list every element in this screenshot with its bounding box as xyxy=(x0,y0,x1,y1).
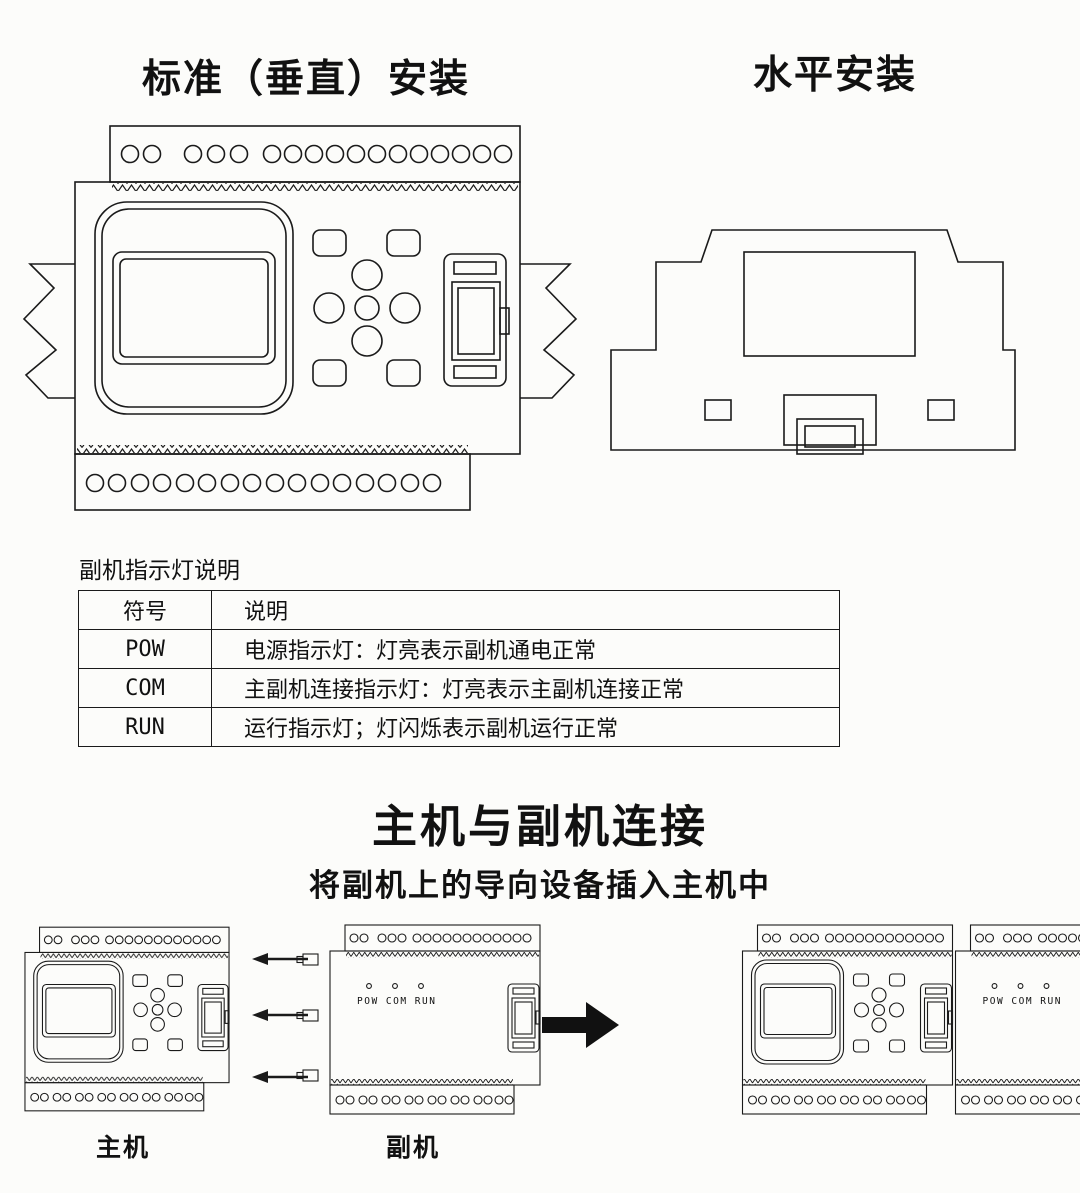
symbol-cell: COM xyxy=(78,668,212,708)
terminal-holes-bottom xyxy=(85,473,442,493)
mount-foot-left xyxy=(704,399,732,421)
vent-hatch xyxy=(112,183,518,191)
indicator-caption: 副机指示灯说明 xyxy=(79,557,240,583)
terminal-holes-top xyxy=(120,144,513,164)
guide-pins xyxy=(296,953,319,1082)
master-module-diagram xyxy=(24,926,230,1113)
din-rail-left xyxy=(22,263,75,399)
desc-cell: 电源指示灯：灯亮表示副机通电正常 xyxy=(211,629,840,669)
master-label: 主机 xyxy=(96,1135,151,1162)
terminal-strip-bottom xyxy=(74,453,471,511)
indicator-table: 符号 说明 POW 电源指示灯：灯亮表示副机通电正常 COM 主副机连接指示灯：… xyxy=(78,590,840,747)
insert-arrows xyxy=(252,953,308,1083)
lcd-display xyxy=(94,201,294,415)
desc-cell: 主副机连接指示灯：灯亮表示主副机连接正常 xyxy=(211,668,840,708)
slave-module-diagram xyxy=(296,924,530,1116)
expansion-connector xyxy=(443,253,510,387)
assembly-diagram xyxy=(635,924,1060,1116)
connection-subtitle: 将副机上的导向设备插入主机中 xyxy=(309,868,771,903)
vertical-install-diagram xyxy=(22,125,578,511)
mount-foot-right xyxy=(927,399,955,421)
desc-cell: 运行指示灯；灯闪烁表示副机运行正常 xyxy=(211,707,840,747)
symbol-cell: RUN xyxy=(78,707,212,747)
col-header-desc: 说明 xyxy=(211,590,840,630)
connection-title: 主机与副机连接 xyxy=(371,801,708,852)
keypad xyxy=(312,229,421,387)
terminal-strip-top xyxy=(109,125,521,183)
horizontal-install-diagram xyxy=(610,229,1016,455)
table-header-row: 符号 说明 xyxy=(78,590,840,630)
module-profile xyxy=(610,229,1016,451)
symbol-cell: POW xyxy=(78,629,212,669)
slave-label: 副机 xyxy=(386,1135,441,1162)
din-rail-right xyxy=(520,263,578,399)
vertical-install-title: 标准（垂直）安装 xyxy=(142,58,471,101)
vent-hatch xyxy=(77,445,468,453)
horizontal-install-title: 水平安装 xyxy=(753,54,918,97)
din-rail-clip xyxy=(783,394,877,455)
flow-arrow xyxy=(542,1002,619,1048)
table-row: RUN 运行指示灯；灯闪烁表示副机运行正常 xyxy=(78,707,840,747)
front-face xyxy=(743,251,916,357)
table-row: POW 电源指示灯：灯亮表示副机通电正常 xyxy=(78,629,840,669)
table-row: COM 主副机连接指示灯：灯亮表示主副机连接正常 xyxy=(78,668,840,708)
col-header-symbol: 符号 xyxy=(78,590,212,630)
